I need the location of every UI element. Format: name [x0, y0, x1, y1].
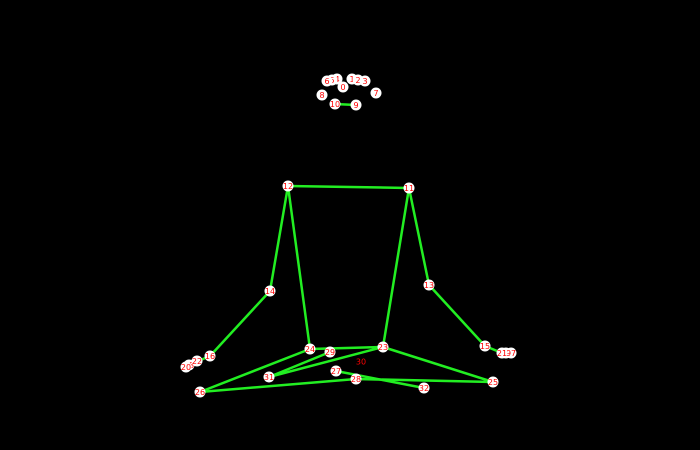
keypoint-9: 9: [350, 99, 362, 111]
skeleton-edge-26-28: [198, 377, 358, 394]
keypoint-16: 16: [204, 350, 216, 362]
keypoint-marker: [204, 350, 216, 362]
keypoint-6: 6: [321, 75, 333, 87]
keypoint-label: 25: [488, 378, 498, 387]
keypoint-marker: [350, 99, 362, 111]
keypoint-11: 11: [403, 182, 415, 194]
skeleton-edge-12-11: [286, 184, 411, 190]
keypoint-27: 27: [330, 365, 342, 377]
skeleton-edge-24-26: [198, 347, 312, 394]
skeleton-edge-24-23: [308, 345, 385, 351]
keypoint-24: 24: [304, 343, 316, 355]
keypoint-marker: [304, 343, 316, 355]
keypoint-23: 23: [377, 341, 389, 353]
keypoint-label: 15: [480, 342, 490, 351]
keypoint-label: 0: [340, 83, 345, 92]
keypoint-label: 31: [264, 373, 274, 382]
keypoint-label: 20: [181, 363, 191, 372]
keypoint-label: 14: [265, 287, 275, 296]
keypoint-label: 22: [192, 357, 202, 366]
keypoint-label: 21: [497, 349, 507, 358]
keypoint-label: 2: [355, 76, 360, 85]
keypoint-31: 31: [263, 371, 275, 383]
keypoint-label: 6: [324, 77, 329, 86]
keypoint-label: 32: [419, 384, 429, 393]
skeleton-edge-29-31: [267, 350, 332, 379]
keypoint-29: 29: [324, 346, 336, 358]
skeleton-edge-23-31: [267, 345, 385, 379]
stray-labels: 30: [356, 358, 366, 367]
keypoint-label: 9: [353, 101, 358, 110]
keypoint-26: 26: [194, 386, 206, 398]
keypoint-marker: [337, 81, 349, 93]
keypoint-marker: [377, 341, 389, 353]
keypoint-13: 13: [423, 279, 435, 291]
keypoint-marker: [423, 279, 435, 291]
keypoint-label: 27: [331, 367, 341, 376]
skeleton-keypoints: 0123456789101112131415161718192021222324…: [180, 73, 517, 398]
keypoint-label: 7: [373, 89, 378, 98]
keypoint-label: 29: [325, 348, 335, 357]
keypoint-label: 3: [362, 77, 367, 86]
keypoint-marker: [194, 386, 206, 398]
keypoint-marker: [191, 355, 203, 367]
skeleton-edge-27-32: [334, 369, 426, 390]
keypoint-marker: [359, 75, 371, 87]
skeleton-edge-11-23: [381, 186, 411, 349]
keypoint-20: 20: [180, 361, 192, 373]
skeleton-edge-14-16: [208, 289, 272, 358]
keypoint-marker: [496, 347, 508, 359]
keypoint-32: 32: [418, 382, 430, 394]
skeleton-edge-12-14: [268, 184, 290, 293]
skeleton-edge-23-25: [381, 345, 495, 384]
keypoint-marker: [403, 182, 415, 194]
keypoint-22: 22: [191, 355, 203, 367]
keypoint-label: 16: [205, 352, 215, 361]
keypoint-marker: [264, 285, 276, 297]
keypoint-label: 12: [283, 182, 293, 191]
keypoint-marker: [324, 346, 336, 358]
skeleton-edge-12-24: [286, 184, 312, 351]
keypoint-28: 28: [350, 373, 362, 385]
keypoint-14: 14: [264, 285, 276, 297]
keypoint-marker: [487, 376, 499, 388]
keypoint-label: 10: [330, 100, 340, 109]
keypoint-25: 25: [487, 376, 499, 388]
keypoint-marker: [350, 373, 362, 385]
keypoint-12: 12: [282, 180, 294, 192]
keypoint-7: 7: [370, 87, 382, 99]
keypoint-label: 23: [378, 343, 388, 352]
keypoint-marker: [418, 382, 430, 394]
keypoint-21: 21: [496, 347, 508, 359]
keypoint-marker: [263, 371, 275, 383]
keypoint-marker: [329, 98, 341, 110]
keypoint-8: 8: [316, 89, 328, 101]
keypoint-label: 26: [195, 388, 205, 397]
stray-keypoint-label-30: 30: [356, 358, 366, 367]
keypoint-marker: [282, 180, 294, 192]
keypoint-marker: [316, 89, 328, 101]
keypoint-marker: [370, 87, 382, 99]
keypoint-marker: [180, 361, 192, 373]
skeleton-edges: [187, 102, 504, 394]
keypoint-label: 24: [305, 345, 315, 354]
keypoint-marker: [330, 365, 342, 377]
keypoint-label: 13: [424, 281, 434, 290]
keypoint-marker: [321, 75, 333, 87]
keypoint-15: 15: [479, 340, 491, 352]
keypoint-label: 8: [319, 91, 324, 100]
keypoint-marker: [479, 340, 491, 352]
skeleton-edge-13-15: [427, 283, 487, 348]
keypoint-label: 1: [349, 75, 354, 84]
skeleton-edge-11-13: [407, 186, 431, 287]
keypoint-label: 28: [351, 375, 361, 384]
keypoint-10: 10: [329, 98, 341, 110]
keypoint-0: 0: [337, 81, 349, 93]
keypoint-3: 3: [359, 75, 371, 87]
keypoint-label: 11: [404, 184, 414, 193]
